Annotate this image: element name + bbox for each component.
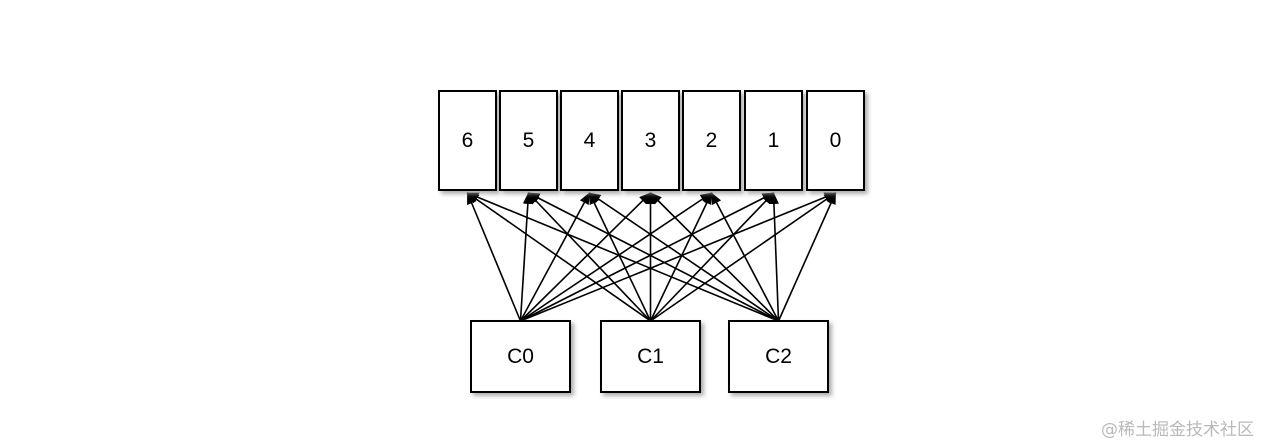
consumer-box-c2-rect [728,320,829,393]
edge-c2-to-partition-3 [649,192,780,322]
edge-c2-to-partition-2 [710,192,780,322]
edge-c1-to-partition-4 [588,192,652,322]
edge-c0-to-partition-4 [519,192,591,322]
partition-box-4-rect [560,90,619,191]
partition-box-1: 1 [744,90,803,191]
partition-box-6: 6 [438,90,497,191]
partition-box-4: 4 [560,90,619,191]
edges-layer [466,192,837,322]
edge-c2-to-partition-5 [527,192,779,322]
consumer-box-c1-label: C1 [637,345,664,368]
partition-box-5-label: 5 [523,129,535,152]
edge-c2-to-partition-4 [588,192,779,322]
edge-c2-to-partition-0 [777,192,837,322]
edge-c0-to-partition-1 [520,192,775,322]
consumers-row: C0 C1 C2 [470,320,829,393]
partition-box-5-rect [499,90,558,191]
watermark: @稀土掘金技术社区 [1101,420,1254,440]
partitions-row: 6 5 4 3 2 1 0 [438,90,865,191]
edge-c0-to-partition-3 [519,192,652,322]
partition-box-2-label: 2 [706,129,718,152]
partition-box-1-rect [744,90,803,191]
edge-c0-to-partition-6 [466,192,522,322]
edge-c0-to-partition-5 [519,192,533,322]
consumer-box-c0-label: C0 [507,345,534,368]
edge-c1-to-partition-5 [527,192,652,322]
edge-c2-to-partition-6 [466,192,779,322]
partition-box-0-label: 0 [830,129,842,152]
edge-c1-to-partition-0 [650,192,837,322]
partition-box-2-rect [682,90,741,191]
edge-c0-to-partition-0 [520,192,837,322]
partition-box-0: 0 [806,90,865,191]
consumer-box-c1-rect [600,320,701,393]
partition-box-0-rect [806,90,865,191]
partition-box-1-label: 1 [768,129,780,152]
partition-box-3-label: 3 [645,129,657,152]
partition-box-6-rect [438,90,497,191]
partition-box-2: 2 [682,90,741,191]
edge-c0-to-partition-2 [520,192,713,322]
partition-box-4-label: 4 [584,129,596,152]
consumer-box-c2-label: C2 [765,345,792,368]
partition-box-5: 5 [499,90,558,191]
edge-c1-to-partition-1 [649,192,775,322]
edge-c2-to-partition-1 [768,192,780,322]
consumer-box-c0-rect [470,320,571,393]
edge-c1-to-partition-6 [466,192,651,322]
partition-box-3-rect [621,90,680,191]
consumer-box-c1: C1 [600,320,701,393]
edge-c1-to-partition-2 [649,192,713,322]
partition-box-6-label: 6 [462,129,474,152]
partition-box-3: 3 [621,90,680,191]
consumer-box-c2: C2 [728,320,829,393]
consumer-box-c0: C0 [470,320,571,393]
